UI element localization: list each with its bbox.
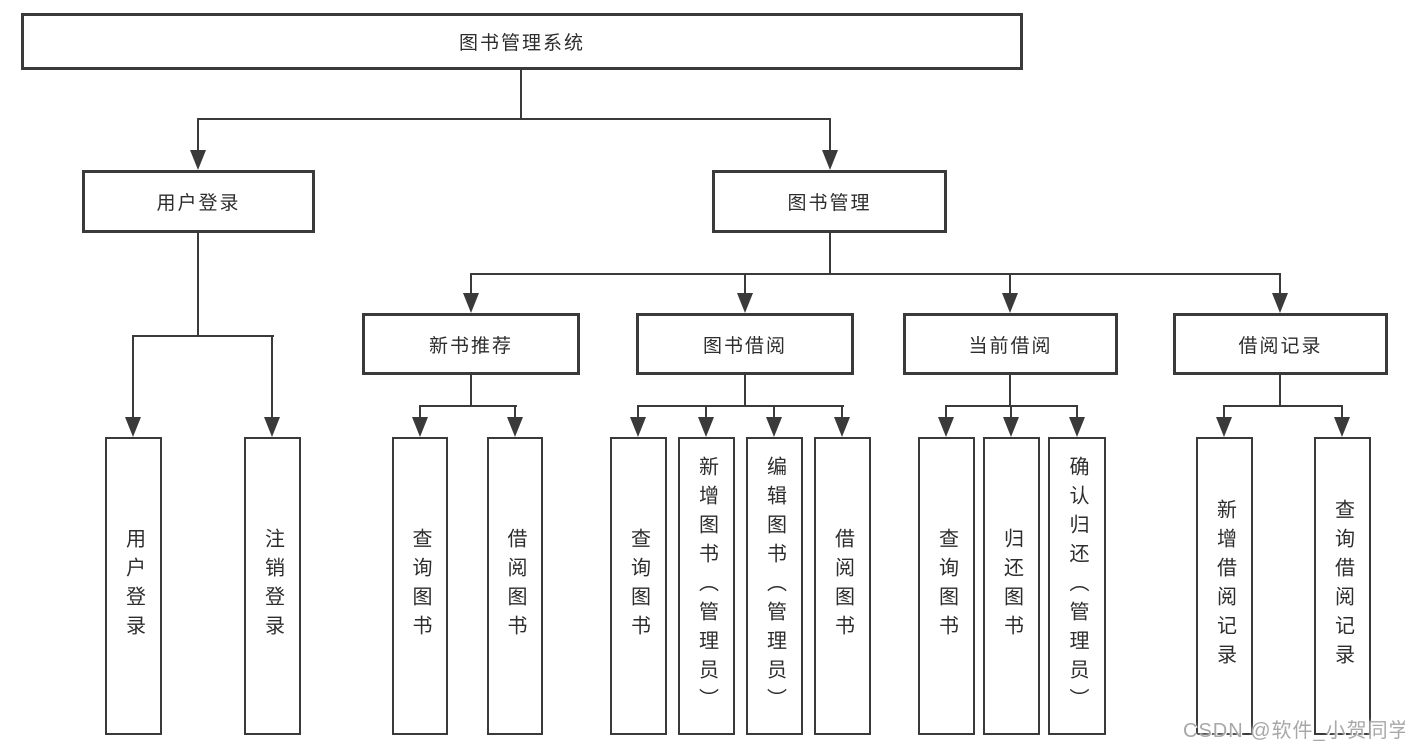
node-add-books-admin: 新增图书（管理员） [678, 437, 735, 735]
node-label: 图书管理系统 [458, 33, 585, 54]
node-label: 用户登录 [156, 193, 241, 214]
connector-to-current-borrowing [1009, 273, 1011, 295]
connector-to-add-books-admin [705, 405, 707, 419]
connector-to-return-books [1010, 405, 1012, 419]
connector-to-query-books-3 [945, 405, 947, 419]
arrow-to-borrow-books-1 [507, 417, 523, 437]
node-query-books-3: 查询图书 [918, 437, 975, 735]
node-label: 注销登录 [261, 528, 284, 644]
arrow-to-book-borrowing [737, 293, 753, 313]
node-label: 新增图书（管理员） [695, 455, 718, 717]
connector-borrowing-records-branch [1223, 405, 1343, 407]
node-logout: 注销登录 [244, 437, 301, 735]
arrow-to-add-books-admin [698, 417, 714, 437]
node-current-borrowing: 当前借阅 [903, 313, 1118, 375]
arrow-to-borrow-books-2 [834, 417, 850, 437]
connector-to-borrowing-records [1279, 273, 1281, 295]
connector-to-query-books-1 [419, 405, 421, 419]
connector-to-confirm-return [1076, 405, 1078, 419]
connector-borrowing-records-stem [1279, 375, 1281, 405]
node-book-management: 图书管理 [712, 170, 947, 233]
connector-book-borrowing-stem [744, 375, 746, 405]
node-user-login: 用户登录 [82, 170, 315, 233]
node-label: 新书推荐 [428, 335, 513, 357]
node-edit-books-admin: 编辑图书（管理员） [746, 437, 803, 735]
node-return-books: 归还图书 [983, 437, 1040, 735]
node-query-books-2: 查询图书 [610, 437, 667, 735]
arrow-to-book-management [822, 150, 838, 170]
arrow-to-user-login [190, 150, 206, 170]
connector-to-edit-books-admin [773, 405, 775, 419]
connector-book-management-branch [470, 273, 1281, 275]
node-label: 编辑图书（管理员） [763, 455, 786, 717]
connector-root-stem [520, 70, 522, 118]
arrow-to-query-books-3 [938, 417, 954, 437]
node-label: 借阅记录 [1238, 335, 1323, 357]
node-label: 图书管理 [787, 193, 872, 214]
connector-user-login-branch [132, 335, 274, 337]
arrow-to-new-book-recommend [463, 293, 479, 313]
node-label: 借阅图书 [831, 528, 854, 644]
arrow-to-borrowing-records [1272, 293, 1288, 313]
connector-current-borrowing-stem [1009, 375, 1011, 405]
node-borrowing-records: 借阅记录 [1173, 313, 1388, 375]
node-label: 确认归还（管理员） [1066, 455, 1088, 717]
arrow-to-query-books-1 [412, 417, 428, 437]
connector-to-borrow-books-2 [841, 405, 843, 419]
node-user-login-leaf: 用户登录 [105, 437, 162, 735]
connector-to-book-management [829, 118, 831, 152]
connector-to-borrow-books-1 [514, 405, 516, 419]
connector-to-book-borrowing [744, 273, 746, 295]
arrow-to-user-login-leaf [125, 417, 141, 437]
arrow-to-logout [264, 417, 280, 437]
node-book-borrowing: 图书借阅 [636, 313, 854, 375]
node-query-books-1: 查询图书 [392, 437, 448, 735]
node-label: 归还图书 [1000, 528, 1023, 644]
connector-user-login-stem [197, 233, 199, 335]
arrow-to-current-borrowing [1002, 293, 1018, 313]
connector-to-query-borrow-record [1341, 405, 1343, 419]
node-label: 查询借阅记录 [1331, 499, 1354, 673]
connector-to-query-books-2 [637, 405, 639, 419]
connector-book-borrowing-branch [637, 405, 844, 407]
connector-new-book-branch [419, 405, 517, 407]
node-add-borrow-record: 新增借阅记录 [1196, 437, 1253, 735]
arrow-to-query-borrow-record [1334, 417, 1350, 437]
connector-new-book-stem [470, 375, 472, 405]
node-label: 借阅图书 [504, 528, 526, 644]
node-new-book-recommend: 新书推荐 [362, 313, 580, 375]
node-confirm-return-admin: 确认归还（管理员） [1048, 437, 1106, 735]
connector-to-user-login [197, 118, 199, 152]
connector-book-management-stem [829, 233, 831, 273]
node-borrow-books-2: 借阅图书 [814, 437, 871, 735]
node-label: 查询图书 [627, 528, 650, 644]
node-label: 新增借阅记录 [1213, 499, 1236, 673]
connector-to-user-login-leaf [132, 335, 134, 419]
arrow-to-confirm-return [1069, 417, 1085, 437]
node-library-management-system: 图书管理系统 [21, 13, 1023, 70]
node-label: 查询图书 [935, 528, 958, 644]
arrow-to-return-books [1003, 417, 1019, 437]
arrow-to-edit-books-admin [766, 417, 782, 437]
node-label: 查询图书 [409, 528, 431, 644]
node-borrow-books-1: 借阅图书 [487, 437, 543, 735]
connector-to-new-book-recommend [470, 273, 472, 295]
connector-to-add-borrow-record [1223, 405, 1225, 419]
csdn-watermark: CSDN @软件_小贺同学 [1183, 720, 1405, 742]
arrow-to-add-borrow-record [1216, 417, 1232, 437]
connector-root-branch [197, 118, 831, 120]
node-label: 当前借阅 [968, 335, 1053, 357]
arrow-to-query-books-2 [630, 417, 646, 437]
node-label: 图书借阅 [702, 335, 787, 357]
connector-to-logout [271, 335, 273, 419]
node-label: 用户登录 [122, 528, 145, 644]
node-query-borrow-record: 查询借阅记录 [1314, 437, 1371, 735]
